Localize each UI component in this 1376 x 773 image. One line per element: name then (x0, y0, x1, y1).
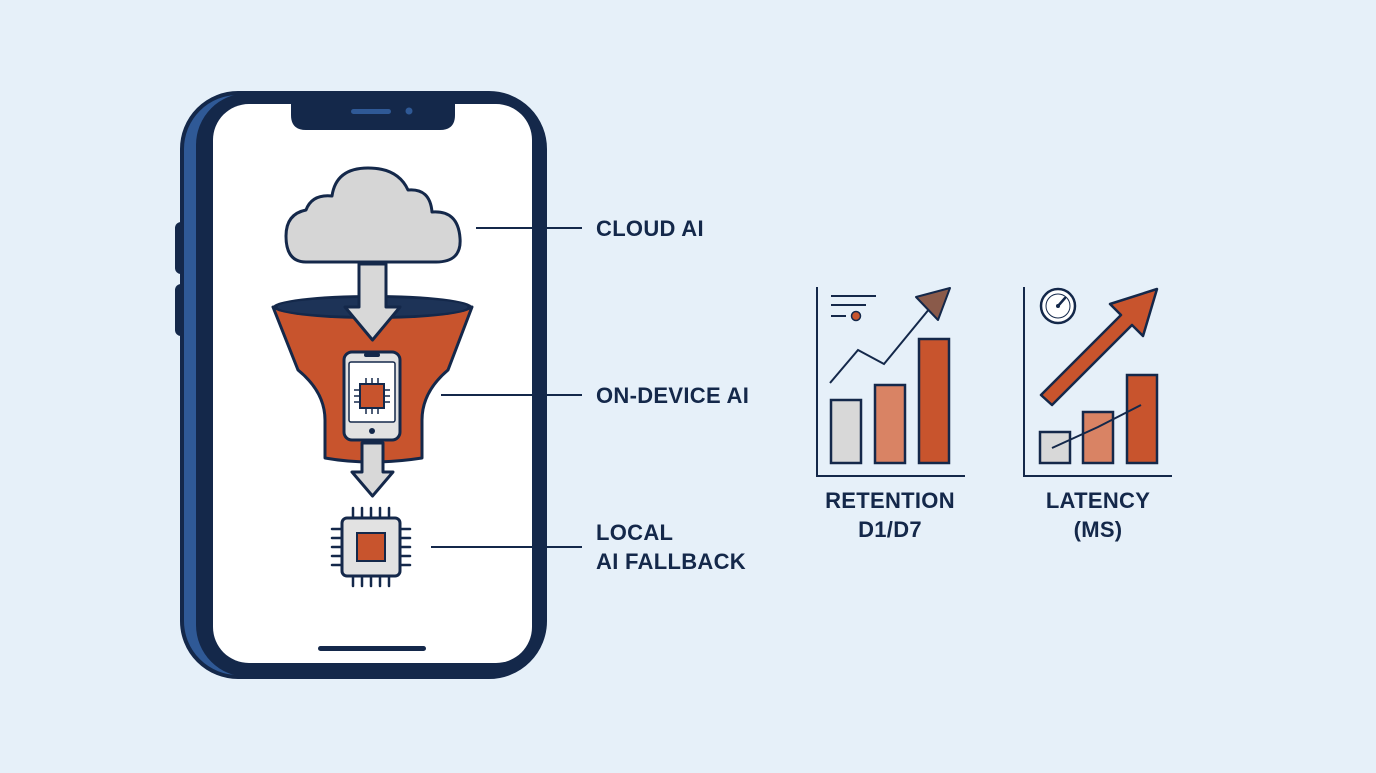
latency-label: LATENCY (MS) (1008, 486, 1188, 544)
latency-arrow-icon (1039, 287, 1159, 407)
label-on-device-ai: ON-DEVICE AI (596, 383, 750, 408)
latency-chart (1023, 287, 1172, 477)
retention-label-line2: D1/D7 (858, 517, 922, 542)
arrow-down-small-icon (350, 441, 395, 498)
chip-icon (330, 506, 412, 588)
document-icon (831, 295, 876, 322)
retention-trend-line (829, 307, 931, 384)
retention-bar-1 (829, 398, 863, 465)
latency-trend-line (1051, 404, 1142, 449)
arrow-down-icon (343, 262, 402, 342)
label-ai-fallback: AI FALLBACK (596, 549, 746, 574)
latency-bar-3 (1125, 373, 1159, 465)
retention-bar-3 (917, 337, 951, 465)
retention-label: RETENTION D1/D7 (800, 486, 980, 544)
retention-chart (816, 287, 965, 477)
retention-bar-2 (873, 383, 907, 465)
cloud-icon (284, 166, 462, 264)
trend-arrow-icon (915, 287, 951, 321)
latency-label-line1: LATENCY (1045, 488, 1151, 513)
latency-bar-2 (1081, 410, 1115, 465)
gauge-icon (1039, 287, 1077, 325)
phone-chip-icon (342, 350, 402, 442)
latency-label-line2: (MS) (1073, 517, 1123, 542)
label-cloud-ai: CLOUD AI (596, 216, 704, 241)
label-local: LOCAL (596, 520, 674, 545)
retention-label-line1: RETENTION (825, 488, 955, 513)
